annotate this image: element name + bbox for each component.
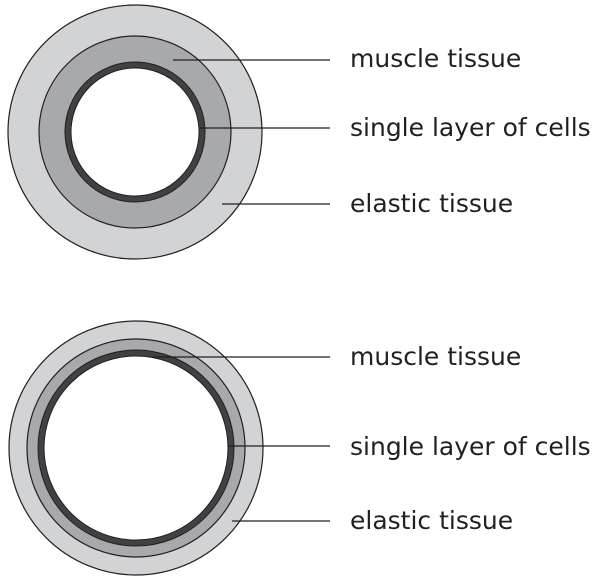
lumen (44, 356, 228, 540)
vessel-cross-section-bottom: muscle tissue single layer of cells elas… (9, 321, 591, 575)
label-single-layer-of-cells: single layer of cells (350, 432, 591, 461)
label-single-layer-of-cells: single layer of cells (350, 113, 591, 142)
vessel-cross-section-top: muscle tissue single layer of cells elas… (8, 5, 591, 259)
label-elastic-tissue: elastic tissue (350, 506, 513, 535)
label-muscle-tissue: muscle tissue (350, 342, 521, 371)
lumen (71, 68, 199, 196)
label-elastic-tissue: elastic tissue (350, 189, 513, 218)
label-muscle-tissue: muscle tissue (350, 44, 521, 73)
